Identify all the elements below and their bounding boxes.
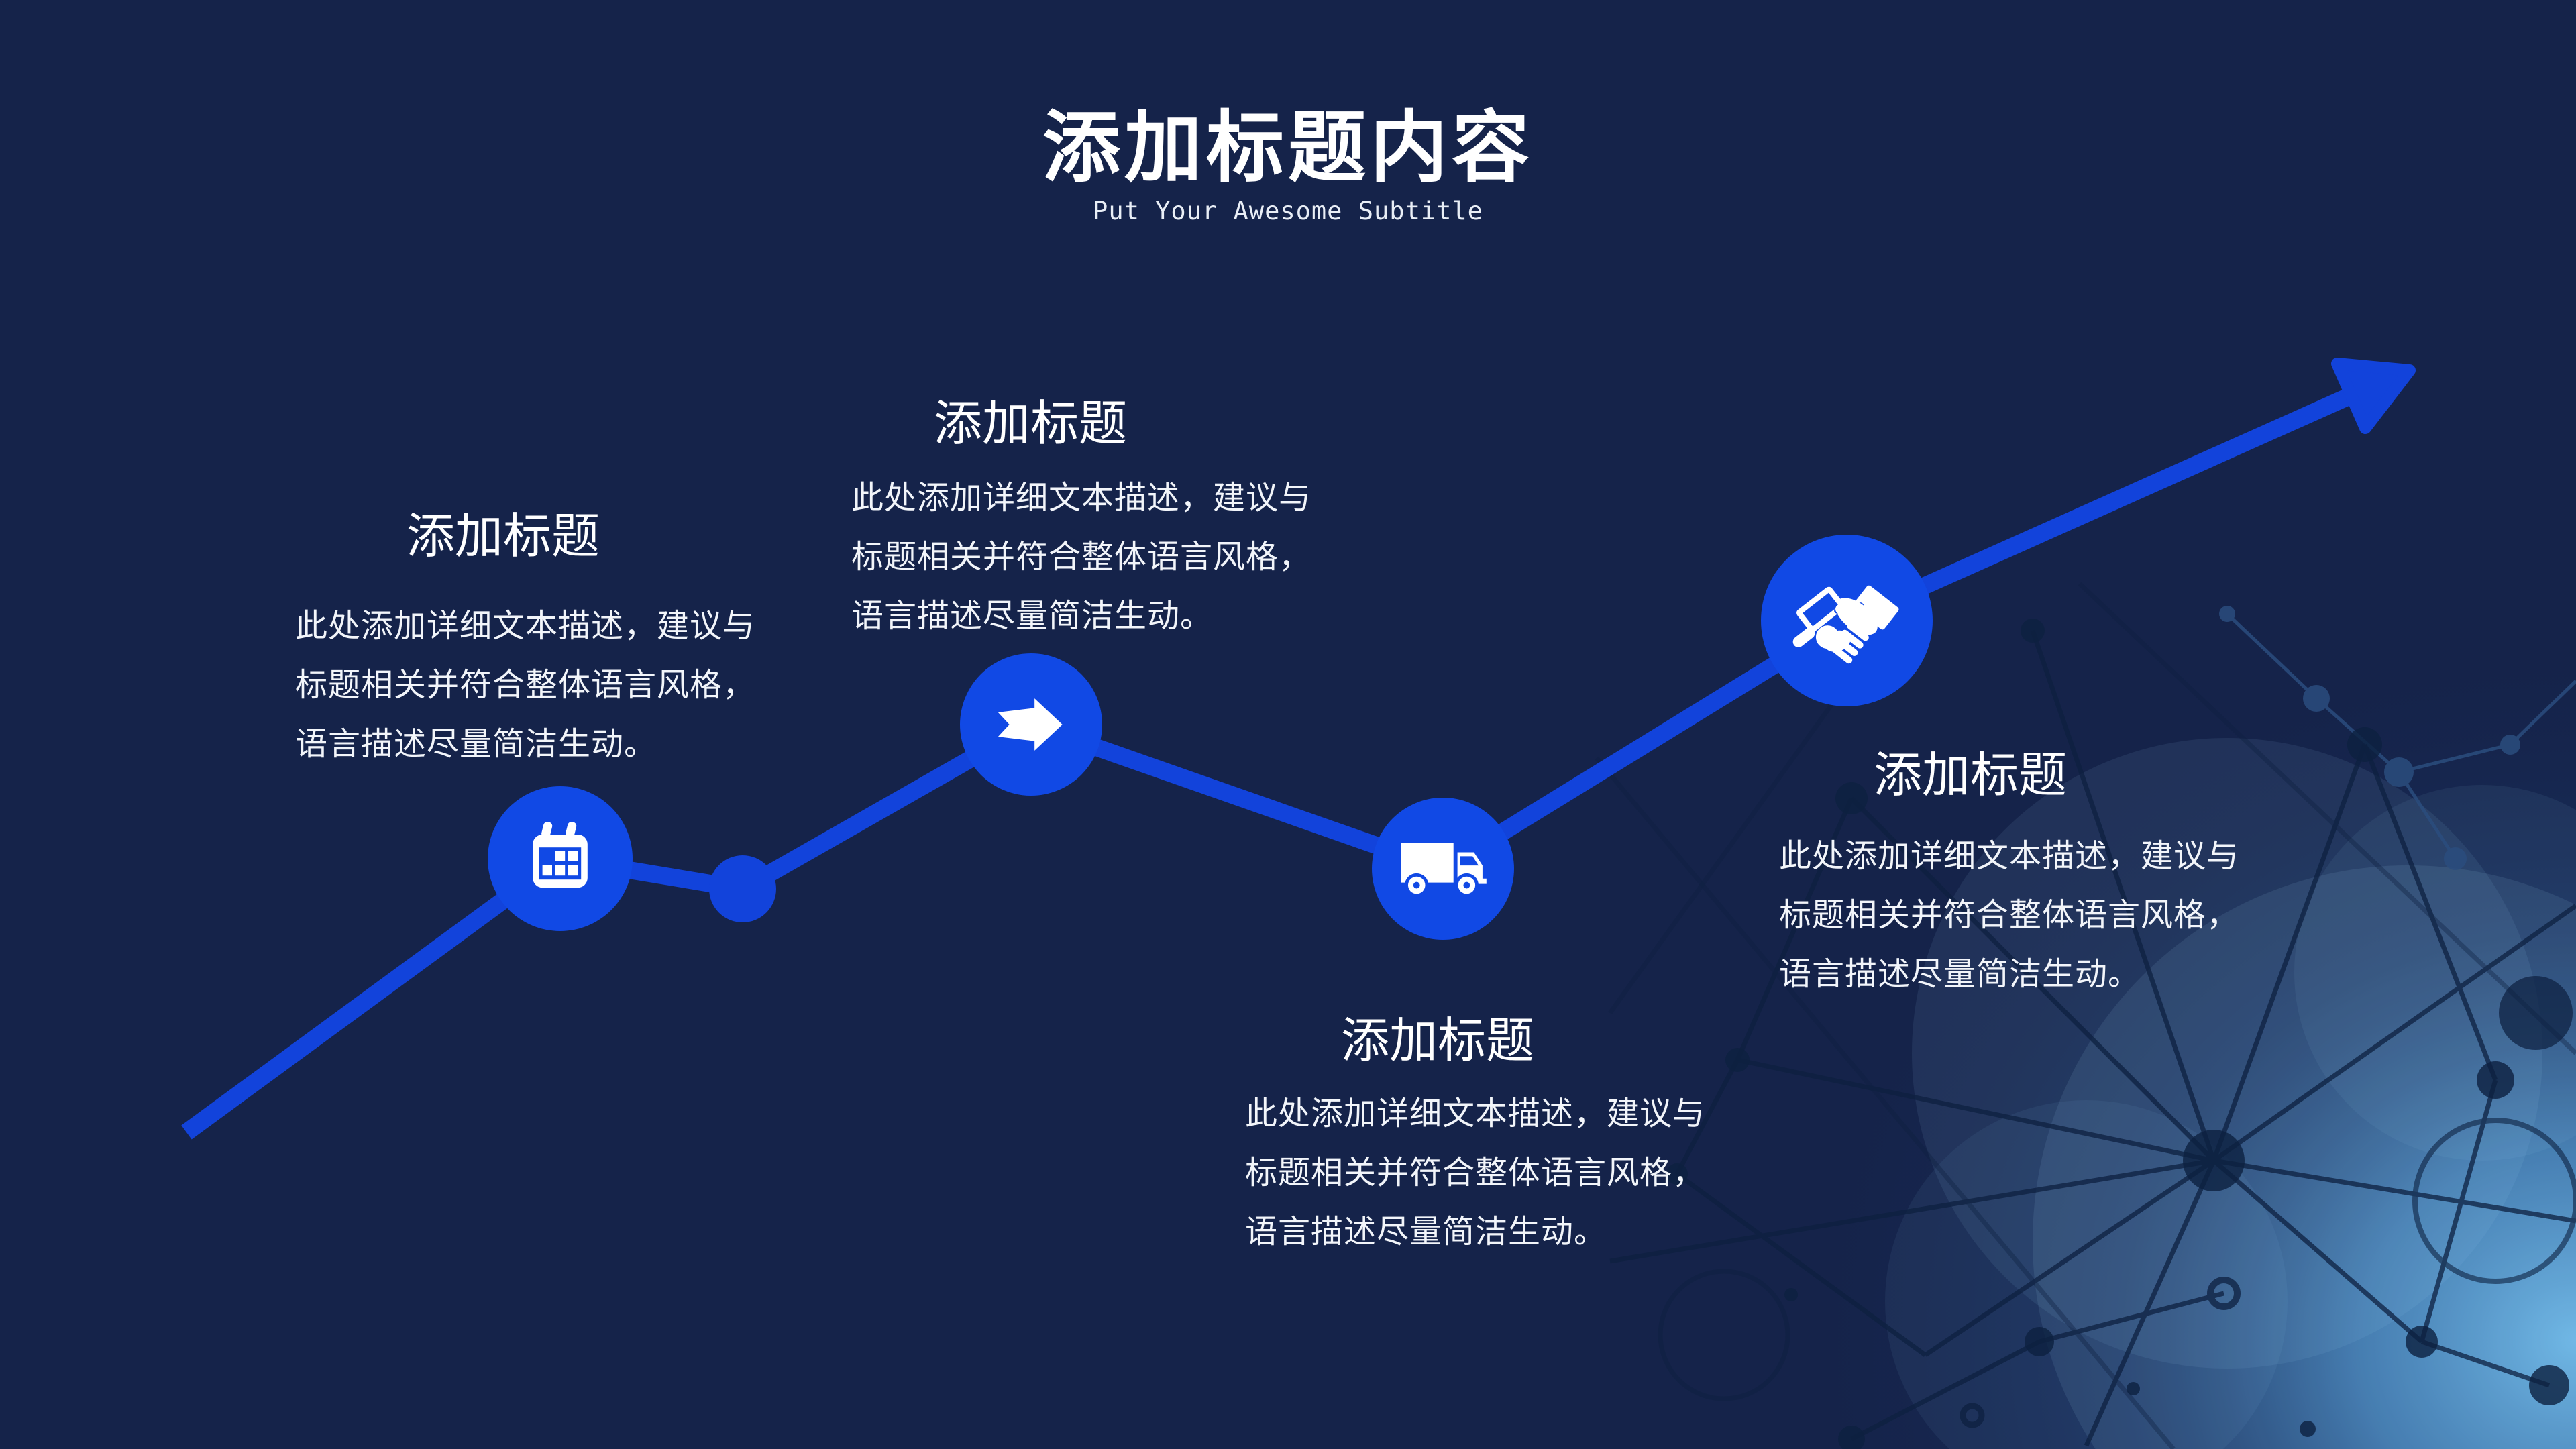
step-4-description: 此处添加详细文本描述，建议与 标题相关并符合整体语言风格， 语言描述尽量简洁生动… [1779, 837, 2240, 993]
timeline-node-3 [1372, 798, 1514, 940]
page-title: 添加标题内容 [1042, 102, 1534, 193]
timeline-node-1 [488, 786, 633, 931]
step-3-description: 此处添加详细文本描述，建议与 标题相关并符合整体语言风格， 语言描述尽量简洁生动… [1245, 1095, 1706, 1250]
page-subtitle: Put Your Awesome Subtitle [1093, 197, 1483, 225]
step-1-title: 添加标题 [406, 508, 600, 564]
timeline-node-4 [1761, 535, 1933, 706]
timeline-dot-node [709, 855, 776, 922]
handshake-icon [1792, 585, 1899, 664]
truck-icon [1401, 843, 1487, 898]
step-2-title: 添加标题 [933, 395, 1128, 451]
step-2-description: 此处添加详细文本描述，建议与 标题相关并符合整体语言风格， 语言描述尽量简洁生动… [851, 479, 1312, 635]
step-1-description: 此处添加详细文本描述，建议与 标题相关并符合整体语言风格， 语言描述尽量简洁生动… [295, 607, 756, 763]
calendar-icon [533, 821, 588, 888]
step-4-title: 添加标题 [1873, 747, 2068, 803]
send-arrow-icon [998, 698, 1063, 751]
timeline-node-2 [960, 653, 1102, 796]
step-3-title: 添加标题 [1340, 1012, 1535, 1069]
timeline-arrowhead-icon [2331, 358, 2416, 434]
